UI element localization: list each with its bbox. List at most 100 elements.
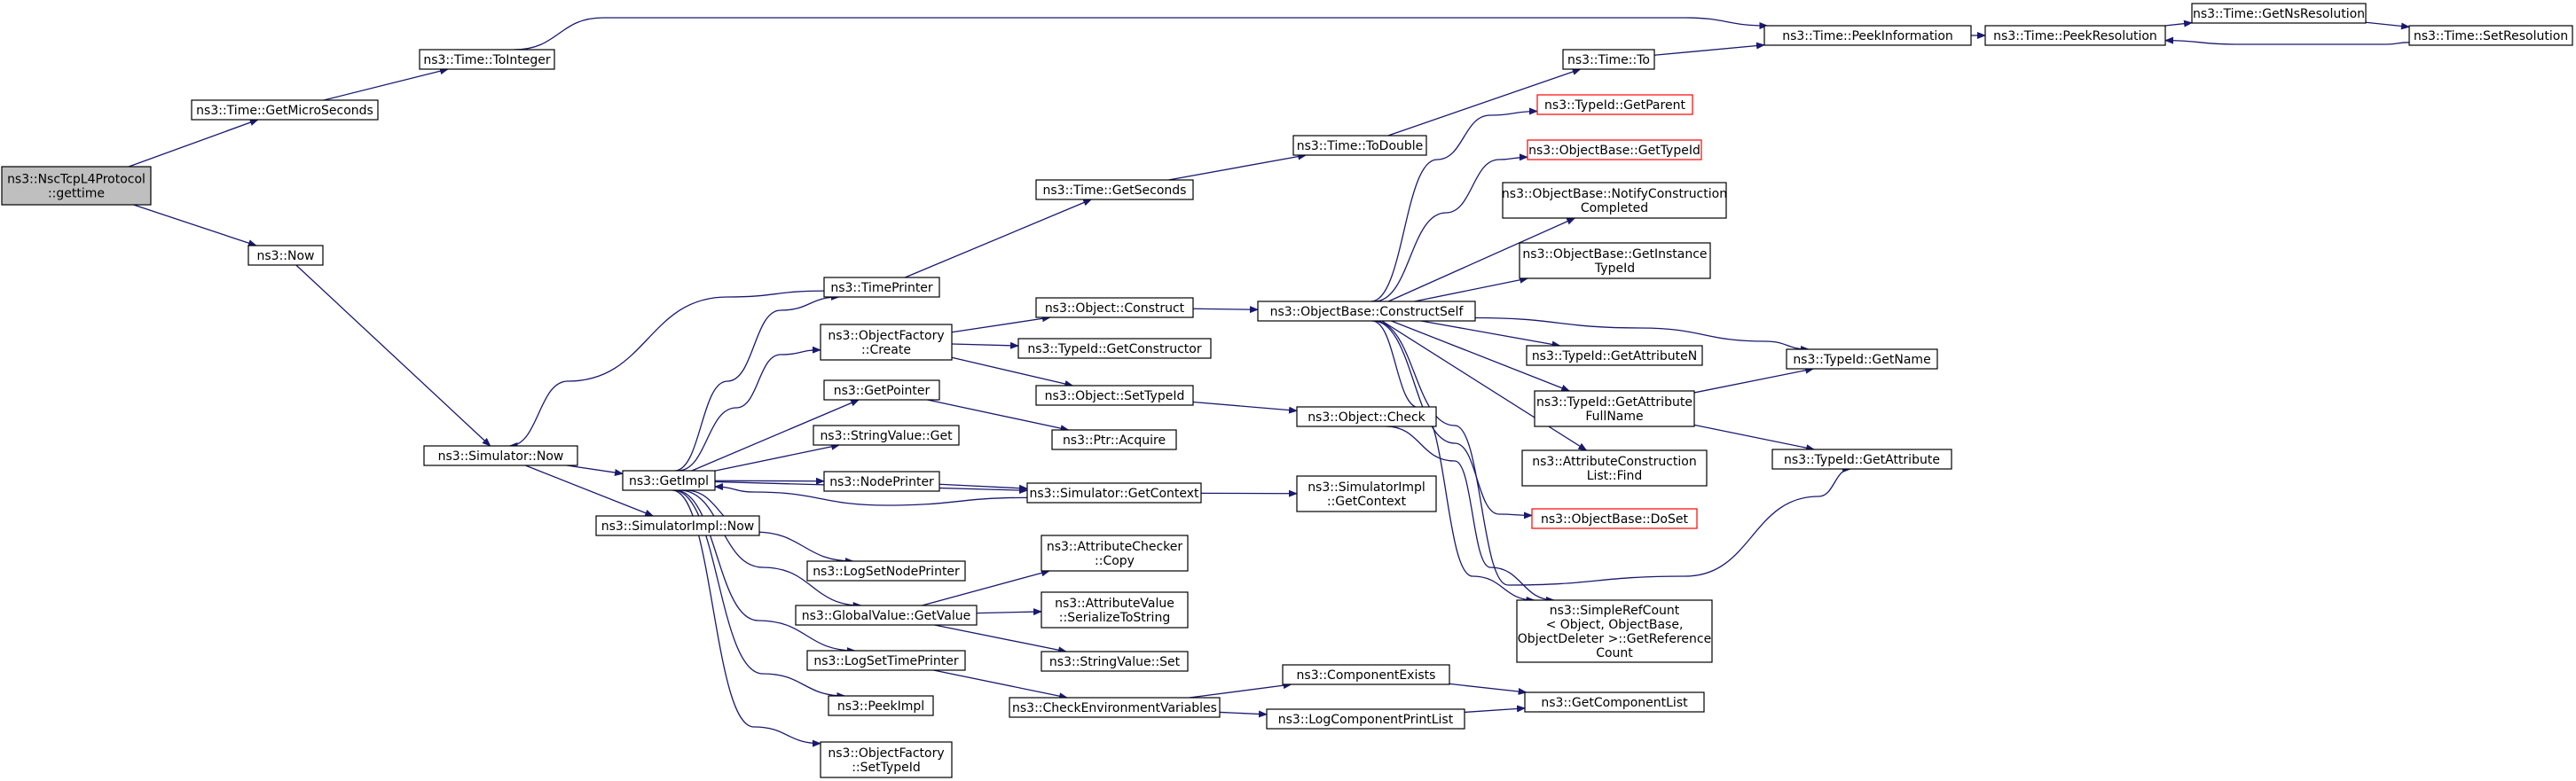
node-objectbasegettypeid[interactable]: ns3::ObjectBase::GetTypeId (1527, 139, 1702, 160)
node-attrvalueserialize[interactable]: ns3::AttributeValue::SerializeToString (1041, 591, 1189, 629)
node-box (1531, 508, 1698, 529)
node-label-line: ns3::ObjectFactory (828, 746, 944, 761)
call-edge-timegetseconds-to-timetodouble (1168, 152, 1308, 181)
call-edge-constructself-to-typeidgetname (1474, 316, 1810, 353)
node-typeidgetattribute[interactable]: ns3::TypeId::GetAttribute (1771, 449, 1952, 470)
node-attrcheckercopy[interactable]: ns3::AttributeChecker::Copy (1041, 535, 1189, 572)
call-edge-constructself-to-attrconstructionlistfind (1381, 320, 1588, 451)
node-nodeprinter[interactable]: ns3::NodePrinter (823, 471, 940, 492)
node-box (1502, 182, 1727, 219)
node-box (795, 605, 978, 626)
node-label-line: Completed (1581, 201, 1648, 215)
node-componentexists[interactable]: ns3::ComponentExists (1282, 664, 1450, 685)
call-edge-constructself-to-objectbasedoset (1372, 320, 1533, 519)
node-tointeger[interactable]: ns3::Time::ToInteger (419, 49, 555, 70)
node-peekimpl[interactable]: ns3::PeekImpl (828, 695, 934, 716)
node-label-line: ns3::ObjectBase::GetTypeId (1528, 144, 1700, 158)
node-label-line: ns3::StringValue::Get (820, 429, 953, 443)
node-objfactorysettypeid[interactable]: ns3::ObjectFactory::SetTypeId (820, 741, 953, 778)
call-edge-simnow-to-getimpl (566, 465, 624, 476)
call-edge-logcomponentprintlist-to-getcomponentlist (1464, 705, 1526, 714)
node-stringvalueget[interactable]: ns3::StringValue::Get (813, 425, 960, 446)
node-box (820, 324, 953, 361)
node-box (1035, 179, 1194, 200)
node-objfactorycreate[interactable]: ns3::ObjectFactory::Create (820, 324, 953, 361)
node-simimplnow[interactable]: ns3::SimulatorImpl::Now (595, 515, 760, 536)
node-getnsresolution[interactable]: ns3::Time::GetNsResolution (2191, 3, 2367, 24)
node-label-line: Count (1596, 646, 1633, 660)
node-root: ns3::NscTcpL4Protocol::gettime (1, 166, 152, 206)
node-timetodouble[interactable]: ns3::Time::ToDouble (1292, 135, 1427, 156)
node-label-line: ns3::Time::SetResolution (2414, 29, 2568, 43)
node-getimpl[interactable]: ns3::GetImpl (622, 470, 716, 491)
node-peekresolution[interactable]: ns3::Time::PeekResolution (1984, 25, 2166, 46)
node-simimplgetcontext[interactable]: ns3::SimulatorImpl::GetContext (1296, 475, 1437, 512)
node-peekinformation[interactable]: ns3::Time::PeekInformation (1763, 25, 1972, 46)
node-typeidgetattributen[interactable]: ns3::TypeId::GetAttributeN (1526, 345, 1703, 366)
node-logsettimeprinter[interactable]: ns3::LogSetTimePrinter (806, 650, 966, 671)
node-ptracquire[interactable]: ns3::Ptr::Acquire (1051, 429, 1177, 450)
node-box (1041, 535, 1189, 572)
call-edge-constructself-to-notifyconstruction (1387, 217, 1576, 302)
node-label-line: ObjectDeleter >::GetReference (1518, 632, 1711, 646)
node-timeto[interactable]: ns3::Time::To (1562, 49, 1655, 70)
node-getpointer[interactable]: ns3::GetPointer (823, 379, 940, 401)
node-label-line: ns3::Ptr::Acquire (1063, 433, 1166, 448)
call-edge-constructself-to-typeidgetattribute (1373, 320, 1852, 586)
node-box (2408, 25, 2573, 46)
node-label-line: ns3::SimpleRefCount (1550, 604, 1680, 618)
node-notifyconstruction[interactable]: ns3::ObjectBase::NotifyConstructionCompl… (1502, 182, 1727, 219)
call-edge-timetodouble-to-timeto (1387, 68, 1582, 137)
node-box (191, 99, 379, 121)
node-typeidgetparent[interactable]: ns3::TypeId::GetParent (1536, 94, 1693, 115)
node-objectcheck[interactable]: ns3::Object::Check (1296, 406, 1437, 427)
node-checkenv[interactable]: ns3::CheckEnvironmentVariables (1009, 697, 1221, 718)
node-now[interactable]: ns3::Now (247, 245, 324, 266)
node-logcomponentprintlist[interactable]: ns3::LogComponentPrintList (1266, 708, 1465, 730)
node-getmicroseconds[interactable]: ns3::Time::GetMicroSeconds (191, 99, 379, 121)
call-edge-objfactorycreate-to-objectsettypeid (951, 356, 1074, 387)
call-edge-constructself-to-objectbasegettypeid (1374, 153, 1528, 302)
node-simnow[interactable]: ns3::Simulator::Now (423, 445, 578, 466)
node-constructself[interactable]: ns3::ObjectBase::ConstructSelf (1257, 301, 1476, 322)
node-timegetseconds[interactable]: ns3::Time::GetSeconds (1035, 179, 1194, 200)
node-objectconstruct[interactable]: ns3::Object::Construct (1035, 297, 1194, 318)
node-label-line: ns3::Time::ToInteger (423, 53, 551, 67)
node-simgetcontext[interactable]: ns3::Simulator::GetContext (1026, 482, 1202, 504)
node-stringvalueset[interactable]: ns3::StringValue::Set (1041, 651, 1189, 672)
node-simplerefcount[interactable]: ns3::SimpleRefCount< Object, ObjectBase,… (1516, 599, 1713, 663)
node-globalvaluegetvalue[interactable]: ns3::GlobalValue::GetValue (795, 605, 978, 626)
node-objectsettypeid[interactable]: ns3::Object::SetTypeId (1035, 385, 1194, 406)
node-box (1526, 345, 1703, 366)
node-label-line: ns3::ComponentExists (1297, 668, 1436, 683)
node-label-line: ::SerializeToString (1059, 611, 1170, 625)
call-edge-objectsettypeid-to-objectcheck (1192, 401, 1298, 414)
node-label-line: ns3::GetImpl (629, 474, 709, 488)
node-label-line: ns3::TypeId::GetName (1793, 353, 1930, 367)
node-box (1026, 482, 1202, 504)
node-setresolution[interactable]: ns3::Time::SetResolution (2408, 25, 2573, 46)
call-edge-getpointer-to-ptracquire (927, 399, 1070, 433)
node-label-line: ns3::Time::PeekInformation (1782, 29, 1953, 43)
node-box (1536, 94, 1693, 115)
node-typeidgetname[interactable]: ns3::TypeId::GetName (1786, 348, 1938, 370)
node-label-line: ns3::AttributeConstruction (1532, 455, 1696, 469)
node-getcomponentlist[interactable]: ns3::GetComponentList (1524, 691, 1705, 713)
call-edge-timeprinter-to-timegetseconds (904, 199, 1093, 278)
node-label-line: ns3::ObjectBase::DoSet (1541, 512, 1688, 527)
node-label-line: ns3::GetComponentList (1541, 696, 1688, 710)
node-objectbasedoset[interactable]: ns3::ObjectBase::DoSet (1531, 508, 1698, 529)
call-edge-tointeger-to-peekinformation (514, 17, 1769, 51)
call-edge-globalvaluegetvalue-to-attrvalueserialize (976, 608, 1042, 616)
call-edge-root-to-getmicroseconds (128, 119, 259, 168)
node-label-line: ns3::TypeId::GetAttribute (1784, 453, 1940, 467)
node-box (1534, 390, 1695, 427)
call-edge-timeprinter-to-simnow (508, 290, 825, 449)
node-typeidgetconstructor[interactable]: ns3::TypeId::GetConstructor (1017, 338, 1212, 359)
node-timeprinter[interactable]: ns3::TimePrinter (823, 277, 940, 298)
node-label-line: ns3::ObjectBase::GetInstance (1522, 247, 1707, 262)
node-logsetnodeprinter[interactable]: ns3::LogSetNodePrinter (806, 560, 966, 582)
